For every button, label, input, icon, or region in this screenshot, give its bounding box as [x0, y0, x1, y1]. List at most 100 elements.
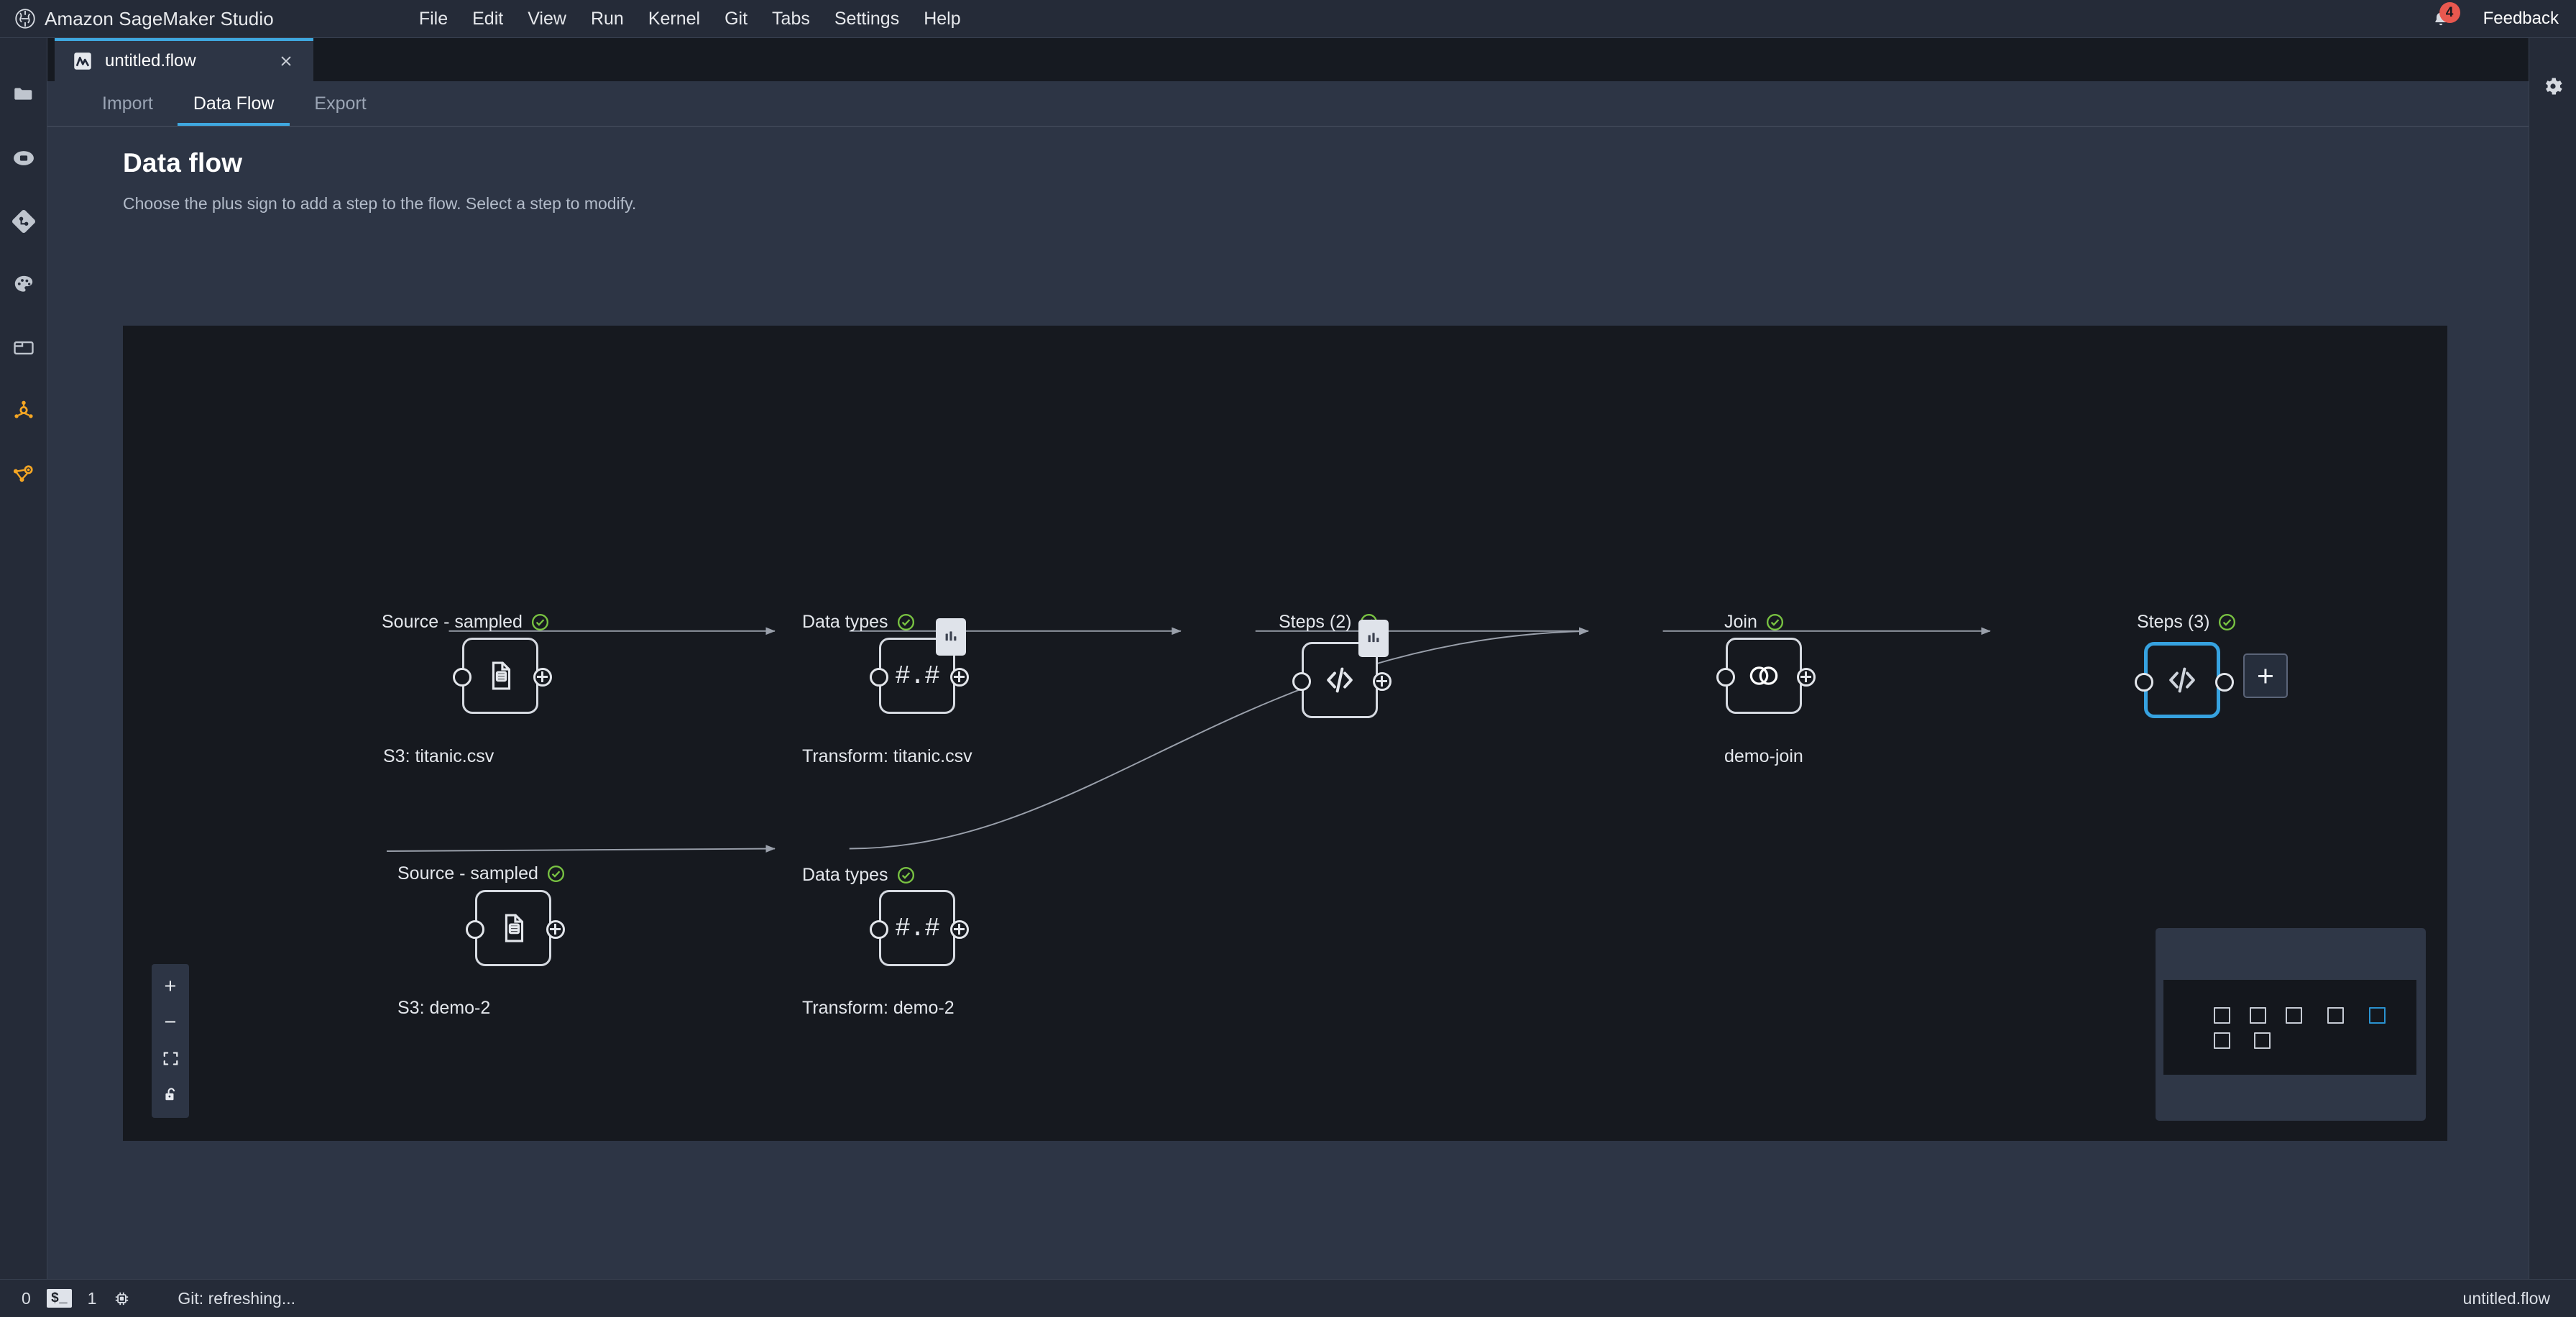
minimap-node-selected: [2369, 1007, 2386, 1024]
menu-settings[interactable]: Settings: [834, 8, 900, 29]
fit-view-icon: [162, 1050, 180, 1068]
gear-icon: [2542, 75, 2564, 98]
menu-git[interactable]: Git: [724, 8, 748, 29]
lock-open-icon: [162, 1086, 180, 1103]
code-brackets-icon: [2164, 662, 2200, 698]
git-status-text[interactable]: Git: refreshing...: [178, 1288, 296, 1308]
close-icon[interactable]: [272, 47, 300, 75]
notification-count-badge: 4: [2439, 2, 2460, 23]
sidebar-item-extensions[interactable]: [7, 268, 40, 301]
tab-export[interactable]: Export: [314, 93, 367, 114]
tab-import[interactable]: Import: [102, 93, 153, 114]
cpu-icon[interactable]: [112, 1289, 132, 1308]
add-step-button[interactable]: +: [2243, 653, 2288, 698]
running-terminals-icon: [11, 145, 37, 171]
notifications-button[interactable]: 4: [2426, 2, 2460, 34]
menu-view[interactable]: View: [528, 8, 566, 29]
minimap-node: [2327, 1007, 2344, 1024]
zoom-in-button[interactable]: +: [164, 974, 177, 998]
menu-kernel[interactable]: Kernel: [648, 8, 701, 29]
node-output-port[interactable]: [950, 920, 969, 939]
sidebar-item-open-tabs[interactable]: [7, 331, 40, 364]
node-input-port[interactable]: [1716, 668, 1735, 687]
node-title: Steps (3): [2137, 612, 2237, 633]
menu-run[interactable]: Run: [590, 8, 624, 29]
minimap-node: [2214, 1007, 2230, 1024]
node-title: Data types: [802, 865, 916, 886]
node-box[interactable]: #.#: [870, 618, 969, 714]
node-box[interactable]: [453, 638, 552, 714]
status-bar: 0 $_ 1 Git: refreshing... untitled.flow: [0, 1279, 2576, 1317]
node-output-port[interactable]: [1373, 672, 1392, 691]
node-output-port[interactable]: [533, 668, 552, 687]
zoom-out-button[interactable]: −: [164, 1010, 177, 1034]
node-title: Data types: [802, 612, 916, 633]
node-box[interactable]: [466, 890, 565, 966]
minimap[interactable]: [2156, 928, 2426, 1121]
sidebar-item-running-terminals[interactable]: [7, 142, 40, 175]
lock-toggle-button[interactable]: [152, 1076, 189, 1112]
sidebar-item-settings[interactable]: [2536, 70, 2570, 103]
node-input-port[interactable]: [870, 920, 888, 939]
menu-help[interactable]: Help: [924, 8, 961, 29]
check-circle-icon: [530, 612, 550, 632]
node-input-port[interactable]: [453, 668, 472, 687]
data-types-glyph: #.#: [895, 913, 940, 943]
sidebar-item-sagemaker-resources[interactable]: [7, 458, 40, 491]
page-header: Data flow Choose the plus sign to add a …: [47, 127, 2529, 214]
sidebar-item-git[interactable]: [7, 205, 40, 238]
page-subtitle: Choose the plus sign to add a step to th…: [123, 194, 637, 213]
node-caption: Transform: titanic.csv: [802, 746, 972, 766]
sidebar-item-sagemaker-components[interactable]: [7, 395, 40, 428]
open-tabs-icon: [12, 336, 36, 360]
tab-strip: untitled.flow: [47, 38, 2529, 81]
minimap-viewport[interactable]: [2163, 980, 2416, 1075]
menubar-right-group: 4 Feedback: [2426, 2, 2559, 34]
sagemaker-resources-icon: [11, 462, 37, 487]
node-title: Source - sampled: [397, 863, 566, 884]
sagemaker-components-icon: [11, 398, 37, 424]
menu-edit[interactable]: Edit: [472, 8, 504, 29]
node-output-port[interactable]: [950, 668, 969, 687]
node-output-port[interactable]: [546, 920, 565, 939]
git-icon: [12, 209, 36, 234]
node-output-port[interactable]: [1797, 668, 1816, 687]
node-box[interactable]: [1292, 620, 1392, 720]
terminal-icon[interactable]: $_: [46, 1289, 72, 1308]
status-kernel-idle-count: 0: [22, 1288, 31, 1308]
sagemaker-logo-icon: [12, 5, 39, 32]
dataset-file-icon: [482, 658, 518, 694]
node-caption: demo-join: [1724, 746, 1803, 766]
node-input-port[interactable]: [1292, 672, 1311, 691]
join-venn-icon: [1744, 660, 1783, 692]
node-input-port[interactable]: [870, 668, 888, 687]
data-wrangler-flow-icon: [70, 49, 95, 73]
node-insights-chart-badge[interactable]: [1358, 620, 1389, 657]
sidebar-item-file-browser[interactable]: [7, 78, 40, 111]
tab-untitled-flow[interactable]: untitled.flow: [55, 38, 313, 81]
menu-file[interactable]: File: [418, 8, 448, 29]
data-types-glyph: #.#: [895, 661, 940, 691]
node-box[interactable]: #.#: [870, 890, 969, 966]
node-output-port[interactable]: [2215, 673, 2234, 692]
flow-canvas[interactable]: Source - sampled: [123, 326, 2447, 1141]
node-insights-chart-badge[interactable]: [936, 618, 966, 656]
check-circle-icon: [2217, 612, 2237, 632]
check-circle-icon: [546, 864, 566, 884]
menu-items: File Edit View Run Kernel Git Tabs Setti…: [407, 4, 973, 34]
menu-tabs[interactable]: Tabs: [772, 8, 810, 29]
fit-view-button[interactable]: [152, 1040, 189, 1076]
node-box[interactable]: [2135, 636, 2234, 721]
left-activity-bar: [0, 38, 47, 1279]
minimap-node: [2214, 1032, 2230, 1049]
status-kernel-count: 1: [87, 1288, 97, 1308]
extensions-palette-icon: [12, 272, 36, 297]
minimap-node: [2250, 1007, 2266, 1024]
feedback-link[interactable]: Feedback: [2483, 9, 2559, 28]
node-input-port[interactable]: [466, 920, 484, 939]
zoom-toolbar: + −: [152, 964, 189, 1118]
node-title: Join: [1724, 612, 1785, 633]
tab-data-flow[interactable]: Data Flow: [173, 81, 295, 126]
node-input-port[interactable]: [2135, 673, 2153, 692]
node-box[interactable]: [1716, 638, 1816, 714]
